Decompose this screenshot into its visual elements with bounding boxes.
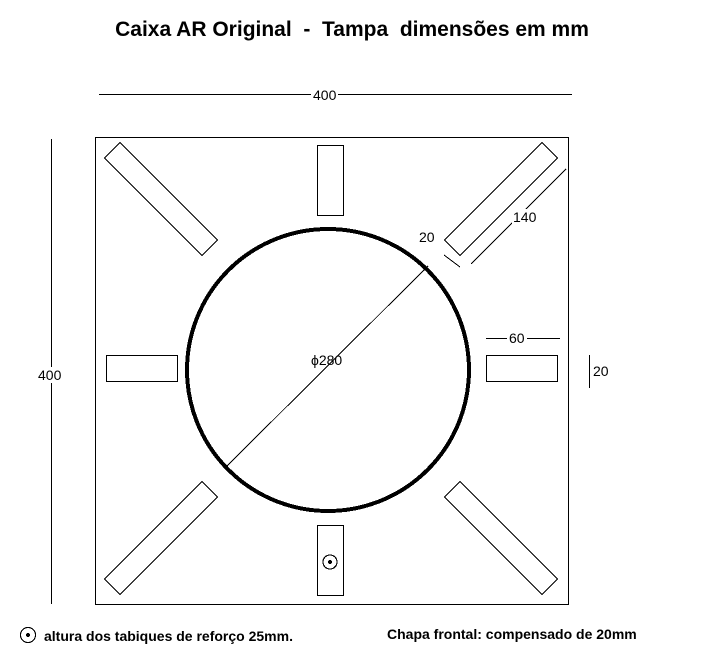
- slot-offset-dimension-line: [443, 254, 461, 268]
- page-title: Caixa AR Original - Tampa dimensões em m…: [115, 18, 589, 41]
- slot-right: [486, 355, 558, 382]
- lid-outline: [95, 137, 569, 605]
- reinforcement-note: altura dos tabiques de reforço 25mm.: [44, 628, 293, 644]
- slot-left: [106, 355, 178, 382]
- diameter-label: ϕ280: [311, 352, 343, 368]
- diameter-line: [226, 265, 429, 467]
- circle-dot-icon: [322, 554, 338, 570]
- slot-diagonal-top-right: [443, 141, 559, 257]
- center-hole: [185, 227, 471, 513]
- slot-thickness-label: 20: [593, 363, 609, 379]
- slot-offset-label: 20: [419, 229, 435, 245]
- slot-side-length-label: 60: [507, 330, 527, 346]
- slot-bottom: [317, 525, 344, 596]
- width-label: 400: [311, 87, 339, 103]
- height-label: 400: [36, 367, 64, 383]
- front-panel-note: Chapa frontal: compensado de 20mm: [387, 626, 637, 642]
- legend-circle-dot-icon: [19, 626, 37, 644]
- slot-length-label: 140: [512, 209, 538, 225]
- slot-diagonal-bottom-right: [443, 480, 559, 596]
- slot-diagonal-top-left: [103, 141, 219, 257]
- slot-diagonal-bottom-left: [103, 480, 219, 596]
- slot-top: [317, 145, 344, 216]
